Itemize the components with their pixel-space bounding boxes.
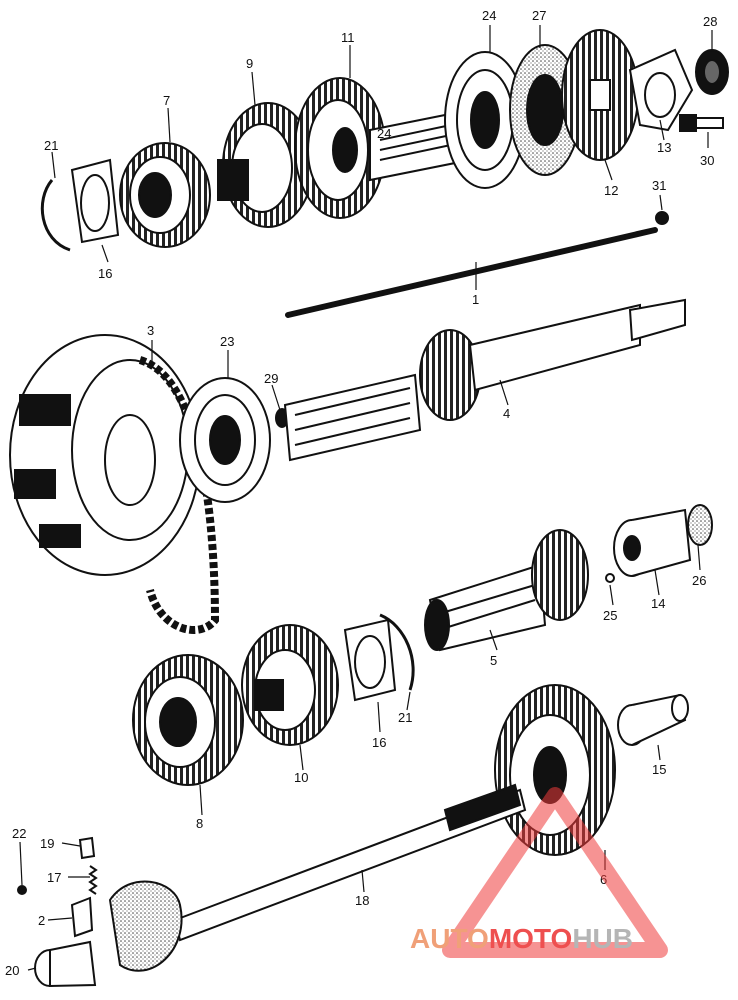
circlip-21-lower — [379, 613, 415, 691]
label-30: 30 — [700, 153, 714, 168]
label-31: 31 — [652, 178, 666, 193]
watermark-hub: HUB — [572, 923, 633, 954]
label-23: 23 — [220, 334, 234, 349]
gear-6 — [494, 684, 616, 856]
pin-25 — [605, 573, 615, 583]
watermark-moto: MOTO — [489, 923, 572, 954]
label-7: 7 — [163, 93, 170, 108]
bearing-24-top — [444, 51, 526, 189]
label-15: 15 — [652, 762, 666, 777]
label-24-top: 24 — [482, 8, 496, 23]
lower-middle — [343, 504, 713, 746]
label-16-top: 16 — [98, 266, 112, 281]
watermark: AUTOMOTOHUB — [410, 787, 668, 958]
label-17: 17 — [47, 870, 61, 885]
label-26: 26 — [692, 573, 706, 588]
label-4: 4 — [503, 406, 510, 421]
ratchet-18 — [108, 880, 183, 972]
label-10: 10 — [294, 770, 308, 785]
watermark-auto: AUTO — [410, 923, 489, 954]
label-13: 13 — [657, 140, 671, 155]
gear-7 — [119, 142, 211, 248]
gear-9 — [217, 102, 314, 228]
gear-11 — [294, 77, 386, 219]
label-14: 14 — [651, 596, 665, 611]
label-11: 11 — [341, 30, 355, 45]
label-28: 28 — [703, 14, 717, 29]
label-18: 18 — [355, 893, 369, 908]
cap-20 — [34, 940, 97, 988]
circlip-21-top — [40, 179, 71, 252]
bushing-14 — [613, 508, 692, 577]
label-5: 5 — [490, 653, 497, 668]
label-19: 19 — [40, 836, 54, 851]
ball-22 — [17, 885, 27, 895]
gear-8 — [132, 654, 244, 786]
pawl-2 — [70, 896, 94, 938]
label-25: 25 — [603, 608, 617, 623]
label-1: 1 — [472, 292, 479, 307]
label-21-top: 21 — [44, 138, 58, 153]
spring-17 — [88, 865, 98, 895]
leader-lines — [19, 25, 713, 971]
clutch-assembly — [9, 334, 289, 634]
label-20: 20 — [5, 963, 19, 978]
sprocket-12 — [561, 29, 639, 161]
label-8: 8 — [196, 816, 203, 831]
label-24-mid: 24 — [377, 126, 391, 141]
plunger-19 — [78, 836, 96, 860]
kickstart-assembly — [17, 684, 616, 988]
label-29: 29 — [264, 371, 278, 386]
gear-10 — [241, 624, 339, 746]
mainshaft-4 — [283, 298, 686, 462]
knurl-26 — [687, 504, 713, 546]
watermark-text: AUTOMOTOHUB — [410, 923, 633, 954]
label-16-lower: 16 — [372, 735, 386, 750]
label-27: 27 — [532, 8, 546, 23]
watermark-triangle — [442, 787, 668, 958]
label-21-lower: 21 — [398, 710, 412, 725]
bushing-15 — [617, 693, 689, 746]
label-9: 9 — [246, 56, 253, 71]
bearing-23 — [179, 377, 271, 503]
label-22: 22 — [12, 826, 26, 841]
gears-8-10 — [132, 624, 339, 786]
primary-chain — [138, 356, 220, 634]
shift-rod-1 — [285, 227, 658, 318]
label-12: 12 — [604, 183, 618, 198]
nut-31 — [655, 211, 669, 225]
label-2: 2 — [38, 913, 45, 928]
part-labels: 21 16 7 9 11 24 24 27 28 12 13 30 31 1 3… — [5, 8, 717, 978]
bolt-30 — [694, 117, 724, 129]
top-assembly — [40, 29, 729, 252]
label-3: 3 — [147, 323, 154, 338]
